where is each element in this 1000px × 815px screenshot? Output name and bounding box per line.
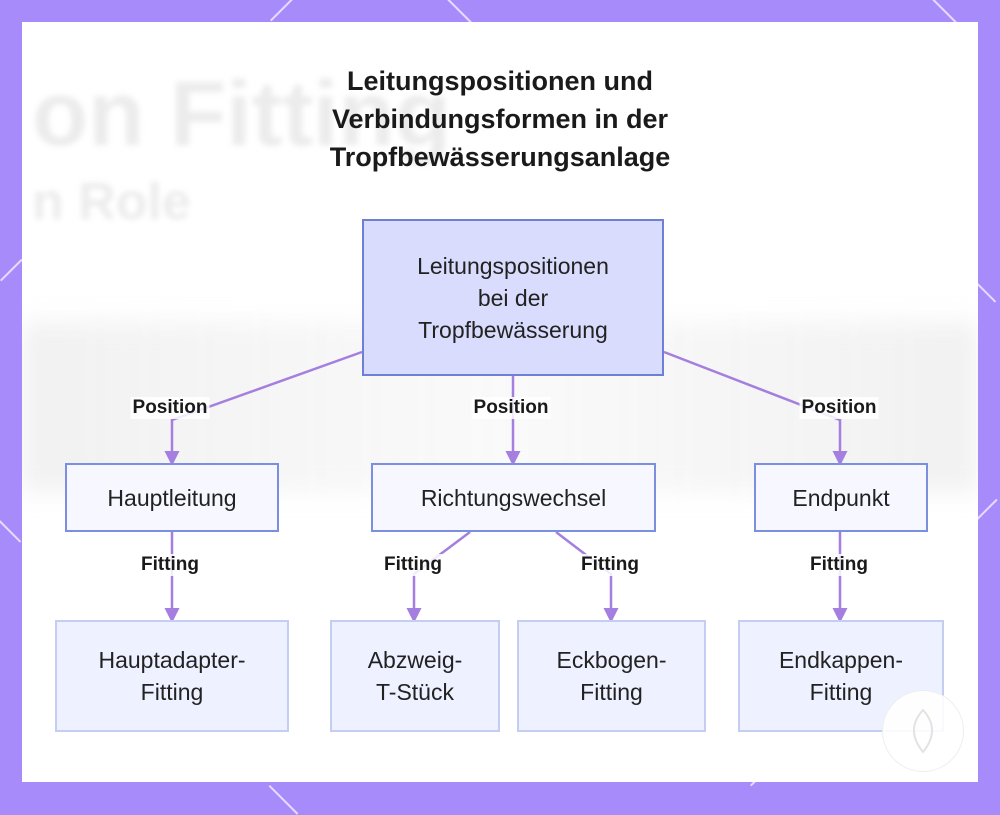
edge-label-fitting: Fitting xyxy=(381,554,445,576)
edge-label-fitting: Fitting xyxy=(578,554,642,576)
root-node-line: bei der xyxy=(477,284,549,311)
node-hauptleitung: Hauptleitung xyxy=(65,463,279,532)
node-label-line: Endkappen- xyxy=(778,647,904,673)
watermark-badge xyxy=(882,690,964,772)
node-label-line: Fitting xyxy=(809,679,873,705)
background-title-ghost: on Fitting xyxy=(32,63,451,165)
node-hauptadapter-fitting: Hauptadapter- Fitting xyxy=(55,620,289,732)
edge-label-position: Position xyxy=(799,397,879,419)
edge-root-hauptleitung xyxy=(164,350,363,466)
edge-label-fitting: Fitting xyxy=(807,554,871,576)
node-label-line: Fitting xyxy=(580,679,643,705)
leaf-icon xyxy=(913,708,933,754)
title-line: Leitungspositionen und xyxy=(347,66,653,96)
node-label-line: Eckbogen- xyxy=(556,647,667,673)
node-label: Hauptleitung xyxy=(107,484,237,511)
background-subtitle-ghost: n Role xyxy=(32,173,191,231)
node-label-line: T-Stück xyxy=(376,679,454,705)
root-node-line: Tropfbewässerung xyxy=(418,316,608,343)
edge-label-fitting: Fitting xyxy=(138,554,202,576)
edge-label-position: Position xyxy=(471,397,551,419)
node-endpunkt: Endpunkt xyxy=(754,463,928,532)
node-abzweig-t-stueck: Abzweig- T-Stück xyxy=(330,620,500,732)
node-richtungswechsel: Richtungswechsel xyxy=(371,463,656,532)
edge-richtungswechsel-abzweig xyxy=(406,531,471,623)
node-eckbogen-fitting: Eckbogen- Fitting xyxy=(517,620,706,732)
node-label-line: Hauptadapter- xyxy=(98,647,246,673)
root-node: Leitungspositionen bei der Tropfbewässer… xyxy=(362,219,664,376)
node-label: Endpunkt xyxy=(792,484,890,511)
node-label-line: Fitting xyxy=(140,679,204,705)
diagram-title: Leitungspositionen und Verbindungsformen… xyxy=(0,62,1000,176)
node-label-line: Abzweig- xyxy=(367,647,463,673)
edge-richtungswechsel-eckbogen xyxy=(555,531,619,623)
edge-label-position: Position xyxy=(130,397,210,419)
title-line: Verbindungsformen in der xyxy=(331,104,669,134)
title-line: Tropfbewässerungsanlage xyxy=(329,142,671,172)
node-label: Richtungswechsel xyxy=(420,484,607,511)
edge-root-endpunkt xyxy=(663,350,848,466)
root-node-line: Leitungspositionen xyxy=(417,252,609,279)
